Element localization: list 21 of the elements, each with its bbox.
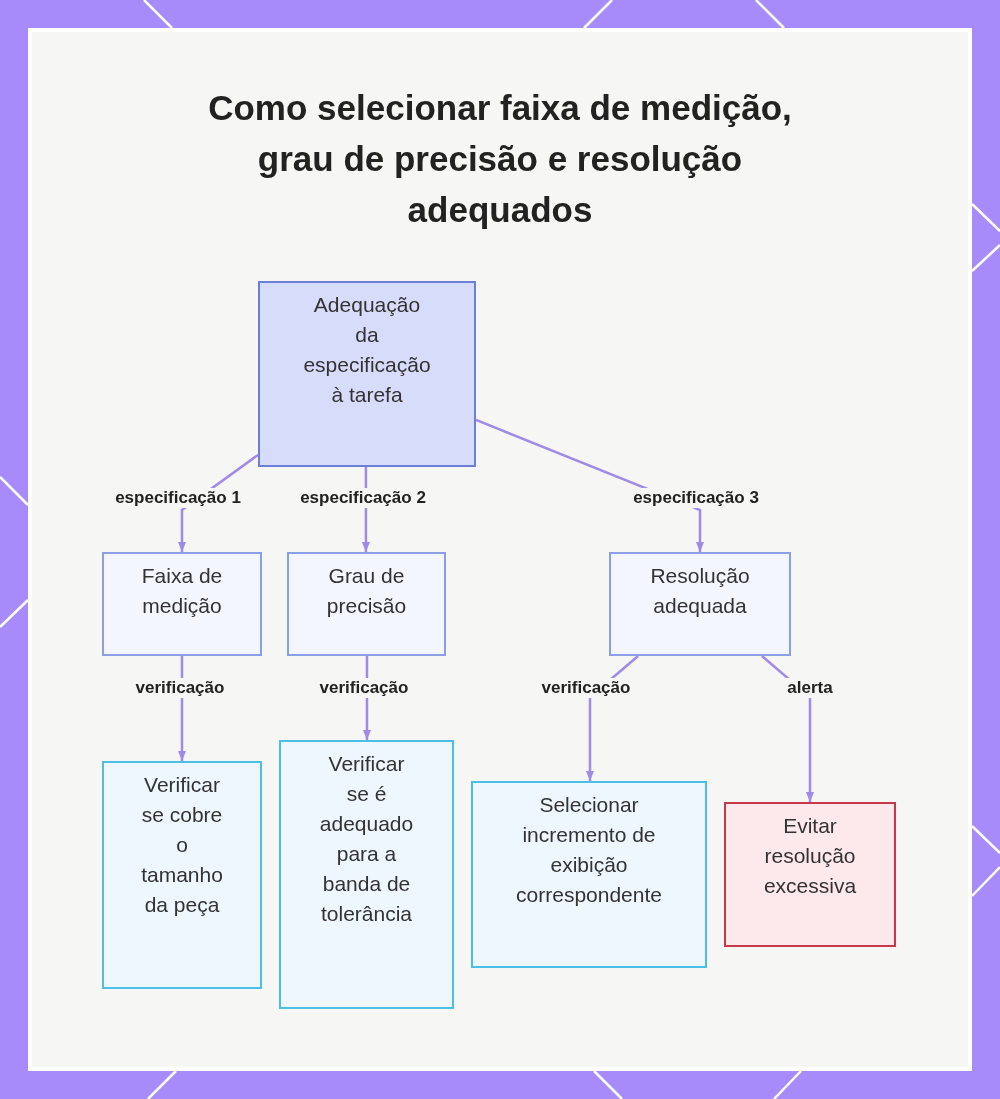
action-box [102,761,262,989]
topic-box [258,281,476,467]
node-label: Adequação da especificação à tarefa [302,292,432,408]
node-label: Verificar se cobre o tamanho da peça [140,772,224,918]
action-box [471,781,707,968]
criterion-box [287,552,446,656]
node-label: Verificar se é adequado para a banda de tolerância [318,751,415,927]
node-label: Evitar resolução excessiva [762,813,858,899]
node-label: Faixa de medição [140,563,224,619]
edge-label: alerta [784,678,836,698]
node-label: Selecionar incremento de exibição correspondente [515,792,663,908]
diagram-title: Como selecionar faixa de medição, grau de precisão e resolução adequados [207,87,793,231]
criterion-box [609,552,791,656]
node-label: Grau de precisão [325,563,408,619]
node-label: Resolução adequada [649,563,751,619]
criterion-box [102,552,262,656]
edge-label: especificação 3 [630,488,762,508]
warning-box [724,802,896,947]
edge-label: especificação 1 [112,488,244,508]
edge-label: especificação 2 [297,488,429,508]
action-box [279,740,454,1009]
